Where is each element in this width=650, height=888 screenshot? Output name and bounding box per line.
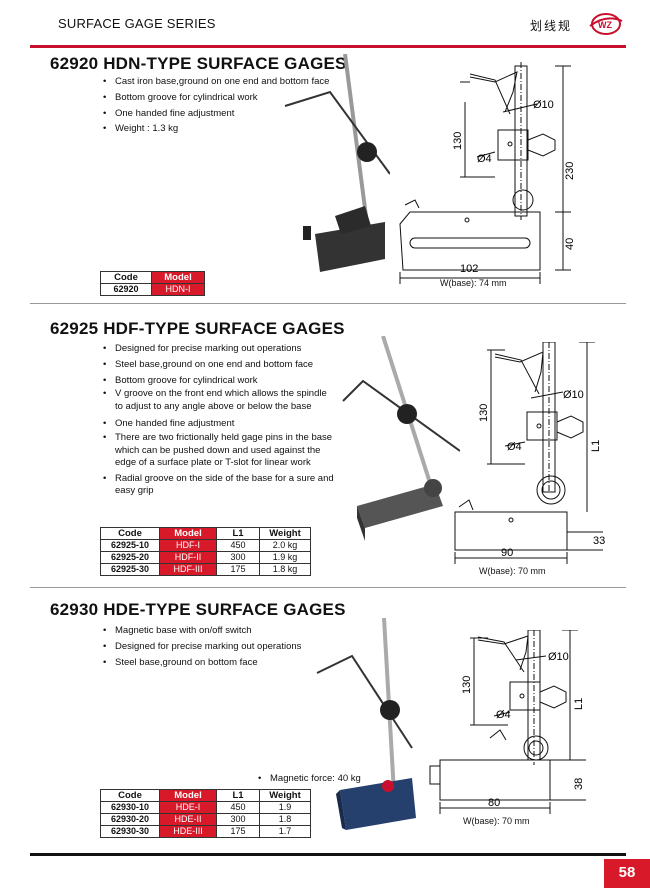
feature-item: Designed for precise marking out operati… bbox=[103, 639, 335, 655]
section-title-62920: 62920 HDN-TYPE SURFACE GAGES bbox=[50, 54, 347, 73]
brand-logo: WZ bbox=[589, 13, 623, 35]
series-title: SURFACE GAGE SERIES bbox=[58, 16, 216, 31]
base-width-62930: W(base): 70 mm bbox=[463, 816, 530, 826]
table-row: 62930-30 HDE-III 175 1.7 bbox=[100, 825, 311, 838]
brand-name-cn: 划线规 bbox=[530, 19, 573, 33]
product-photo-hdn bbox=[284, 54, 390, 272]
dim-130: 130 bbox=[461, 676, 473, 694]
feature-list-62925: Designed for precise marking out operati… bbox=[103, 341, 335, 498]
section-divider bbox=[30, 587, 626, 588]
col-header-code: Code bbox=[100, 271, 152, 284]
feature-item: One handed fine adjustment bbox=[103, 106, 333, 122]
feature-item: Radial groove on the side of the base fo… bbox=[103, 473, 335, 498]
feature-item: There are two frictionally held gage pin… bbox=[103, 432, 335, 470]
dim-diameter-4: Ø4 bbox=[496, 709, 511, 721]
table-row: 62925-30 HDF-III 175 1.8 kg bbox=[100, 563, 311, 576]
base-width-62920: W(base): 74 mm bbox=[440, 278, 507, 288]
feature-item: Magnetic force: 40 kg bbox=[258, 771, 388, 787]
dim-130: 130 bbox=[478, 404, 490, 422]
table-row: 62930-20 HDE-II 300 1.8 bbox=[100, 813, 311, 826]
spec-table-62925: Code Model L1 Weight 62925-10 HDF-I 450 … bbox=[100, 527, 311, 576]
dim-38: 38 bbox=[573, 778, 585, 790]
table-row: 62930-10 HDE-I 450 1.9 bbox=[100, 801, 311, 814]
feature-item: Steel base,ground on bottom face bbox=[103, 655, 335, 671]
table-row: 62925-20 HDF-II 300 1.9 kg bbox=[100, 551, 311, 564]
dim-diameter-4: Ø4 bbox=[507, 441, 522, 453]
footer-rule bbox=[30, 853, 626, 856]
dim-230: 230 bbox=[564, 162, 576, 180]
dim-40: 40 bbox=[564, 238, 576, 250]
dim-90: 90 bbox=[501, 547, 513, 559]
spec-table-62920: Code Model 62920 HDN-I bbox=[100, 271, 205, 296]
diagram-hde: Ø10 Ø4 130 L1 38 80 bbox=[429, 630, 586, 814]
page-number: 58 bbox=[604, 859, 650, 888]
feature-item: V groove on the front end which allows t… bbox=[103, 388, 335, 413]
col-header-code: Code bbox=[100, 527, 160, 540]
table-row: 62920 HDN-I bbox=[100, 283, 205, 296]
diagram-hdn: Ø10 Ø4 130 230 40 102 bbox=[399, 62, 576, 284]
col-header-weight: Weight bbox=[259, 789, 311, 802]
feature-list-62920: Cast iron base,ground on one end and bot… bbox=[103, 74, 333, 137]
dim-diameter-4: Ø4 bbox=[477, 153, 492, 165]
feature-item: Steel base,ground on one end and bottom … bbox=[103, 357, 335, 373]
dim-33: 33 bbox=[593, 535, 605, 547]
header-rule bbox=[30, 45, 626, 48]
col-header-code: Code bbox=[100, 789, 160, 802]
col-header-l1: L1 bbox=[216, 789, 260, 802]
feature-item: One handed fine adjustment bbox=[103, 416, 335, 432]
section-title-62925: 62925 HDF-TYPE SURFACE GAGES bbox=[50, 319, 345, 338]
base-width-62925: W(base): 70 mm bbox=[479, 566, 546, 576]
dim-diameter-10: Ø10 bbox=[533, 99, 554, 111]
feature-list-62930: Magnetic base with on/off switch Designe… bbox=[103, 623, 335, 670]
dim-102: 102 bbox=[460, 263, 478, 275]
product-photo-hde bbox=[316, 618, 416, 830]
feature-item: Designed for precise marking out operati… bbox=[103, 341, 335, 357]
section-divider bbox=[30, 303, 626, 304]
feature-item: Magnetic base with on/off switch bbox=[103, 623, 335, 639]
spec-table-62930: Code Model L1 Weight 62930-10 HDE-I 450 … bbox=[100, 789, 311, 838]
col-header-l1: L1 bbox=[216, 527, 260, 540]
col-header-weight: Weight bbox=[259, 527, 311, 540]
diagram-hdf: Ø10 Ø4 130 L1 33 90 bbox=[454, 342, 605, 564]
feature-item: Bottom groove for cylindrical work bbox=[103, 90, 333, 106]
logo-text: WZ bbox=[598, 20, 612, 30]
col-header-model: Model bbox=[151, 271, 205, 284]
magnetic-force-note: Magnetic force: 40 kg bbox=[258, 771, 388, 787]
feature-item: Weight : 1.3 kg bbox=[103, 121, 333, 137]
dim-80: 80 bbox=[488, 797, 500, 809]
table-row: 62925-10 HDF-I 450 2.0 kg bbox=[100, 539, 311, 552]
dim-l1: L1 bbox=[573, 698, 585, 710]
col-header-model: Model bbox=[159, 527, 217, 540]
dim-130: 130 bbox=[452, 132, 464, 150]
product-photo-hdf bbox=[342, 336, 460, 541]
dim-diameter-10: Ø10 bbox=[548, 651, 569, 663]
dim-l1: L1 bbox=[590, 440, 602, 452]
col-header-model: Model bbox=[159, 789, 217, 802]
feature-item: Cast iron base,ground on one end and bot… bbox=[103, 74, 333, 90]
dim-diameter-10: Ø10 bbox=[563, 389, 584, 401]
section-title-62930: 62930 HDE-TYPE SURFACE GAGES bbox=[50, 600, 346, 619]
feature-item: Bottom groove for cylindrical work bbox=[103, 373, 335, 389]
